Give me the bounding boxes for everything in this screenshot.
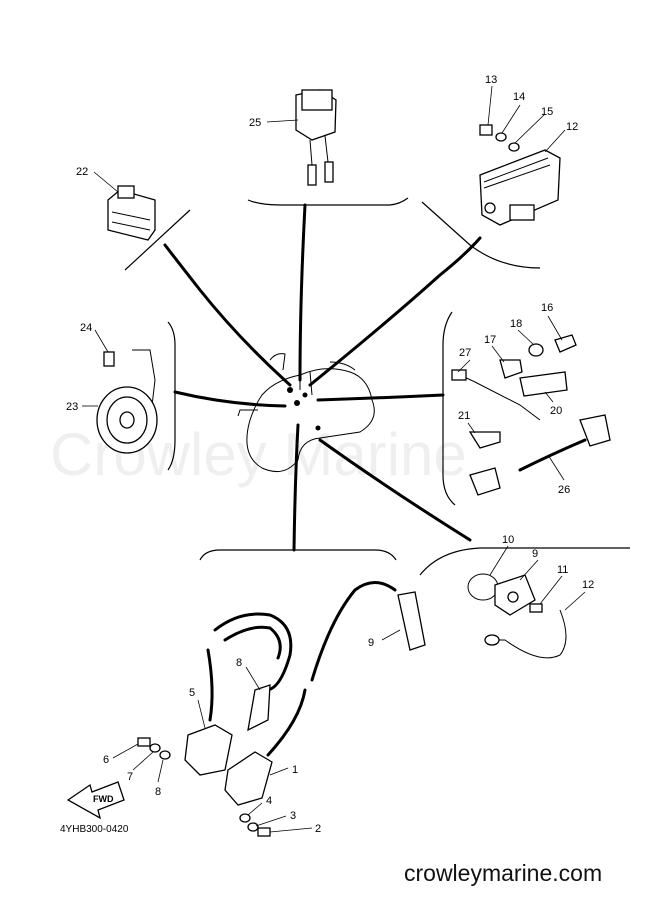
callout-6: 6: [103, 754, 109, 766]
callout-20: 18: [510, 318, 522, 330]
callout-19: 17: [484, 334, 496, 346]
callout-15: 13: [485, 74, 497, 86]
callout-11: 10: [502, 534, 514, 546]
callout-9-right: 9: [368, 637, 374, 649]
callout-13: 12: [582, 579, 594, 591]
callout-17: 15: [541, 106, 553, 118]
callout-24: 23: [66, 401, 78, 413]
callout-8: 8: [155, 786, 161, 798]
fwd-arrow: FWD: [66, 781, 125, 820]
callout-12: 11: [557, 564, 568, 576]
callout-26: 25: [249, 117, 261, 129]
connector-26: [295, 89, 337, 186]
callout-22: 21: [458, 410, 470, 422]
callout-9-left: 8: [236, 657, 242, 669]
ignition-parts: [137, 581, 426, 837]
callout-25: 24: [80, 322, 92, 334]
cdi-unit-14: [479, 124, 561, 226]
callout-18: 16: [541, 302, 553, 314]
callout-4: 4: [266, 795, 272, 807]
callout-21: 20: [550, 405, 562, 417]
website-url: crowleymarine.com: [404, 860, 602, 886]
callout-3: 3: [290, 810, 296, 822]
callout-2: 2: [315, 823, 321, 835]
group-brackets: [124, 197, 630, 576]
callout-7: 7: [127, 771, 133, 783]
callout-16: 14: [513, 91, 525, 103]
callout-1: 1: [292, 764, 298, 776]
horn-24: [96, 349, 158, 454]
leader-lines: [82, 85, 586, 833]
callout-14: 12: [566, 121, 578, 133]
callout-27: 26: [558, 484, 570, 496]
callout-28: 27: [459, 347, 471, 359]
harness-cables: [163, 203, 482, 552]
callout-5: 5: [189, 687, 195, 699]
lower-right-group-parts: [467, 573, 567, 659]
callout-23: 22: [76, 166, 88, 178]
svg-text:FWD: FWD: [93, 794, 114, 804]
right-group-parts: [451, 334, 611, 496]
relay-23: [107, 185, 156, 241]
callout-10: 9: [532, 548, 538, 560]
engine-outline: [237, 353, 375, 473]
callout-numbers: 22 25 13 14 15 12 24 23 16 18 17 27 20 2…: [66, 74, 594, 835]
drawing-code: 4YHB300-0420: [60, 824, 129, 835]
